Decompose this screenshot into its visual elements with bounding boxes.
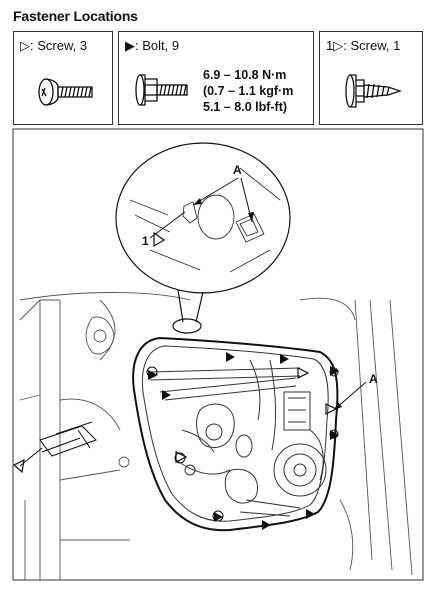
self-tapping-screw-icon xyxy=(342,68,404,114)
fastener-legend-tapping-screw: 1▷: Screw, 1 xyxy=(319,31,423,125)
flange-bolt-icon xyxy=(133,70,195,110)
callout-a-detail: A xyxy=(233,163,242,177)
fastener-legend-screw-header: ▷: Screw, 3 xyxy=(20,38,87,54)
fastener-legend-bolt-header: ▶: Bolt, 9 xyxy=(125,38,179,54)
fastener-legend-screw: ▷: Screw, 3 xyxy=(13,31,113,125)
open-triangle-icon: ▷ xyxy=(20,38,30,53)
fastener-legend-bolt: ▶: Bolt, 9 xyxy=(118,31,314,125)
screw-outline-icon xyxy=(36,72,100,112)
page-title: Fastener Locations xyxy=(13,8,138,24)
callout-one: 1 xyxy=(142,234,149,248)
fastener-legend-tapping-screw-header: 1▷: Screw, 1 xyxy=(326,38,400,54)
torque-lbf: 5.1 – 8.0 lbf-ft) xyxy=(203,100,288,114)
filled-triangle-icon: ▶ xyxy=(125,38,135,53)
torque-kgf: (0.7 – 1.1 kgf·m xyxy=(203,84,294,98)
fastener-legend-tapping-screw-label: : Screw, 1 xyxy=(343,38,401,53)
numbered-triangle-icon: 1▷ xyxy=(326,38,344,53)
fastener-legend-screw-label: : Screw, 3 xyxy=(30,38,88,53)
torque-nm: 6.9 – 10.8 N·m xyxy=(203,68,287,82)
fastener-legend-bolt-label: : Bolt, 9 xyxy=(135,38,180,53)
callout-a-main: A xyxy=(369,372,378,386)
torque-specification: 6.9 – 10.8 N·m (0.7 – 1.1 kgf·m 5.1 – 8.… xyxy=(203,67,293,115)
